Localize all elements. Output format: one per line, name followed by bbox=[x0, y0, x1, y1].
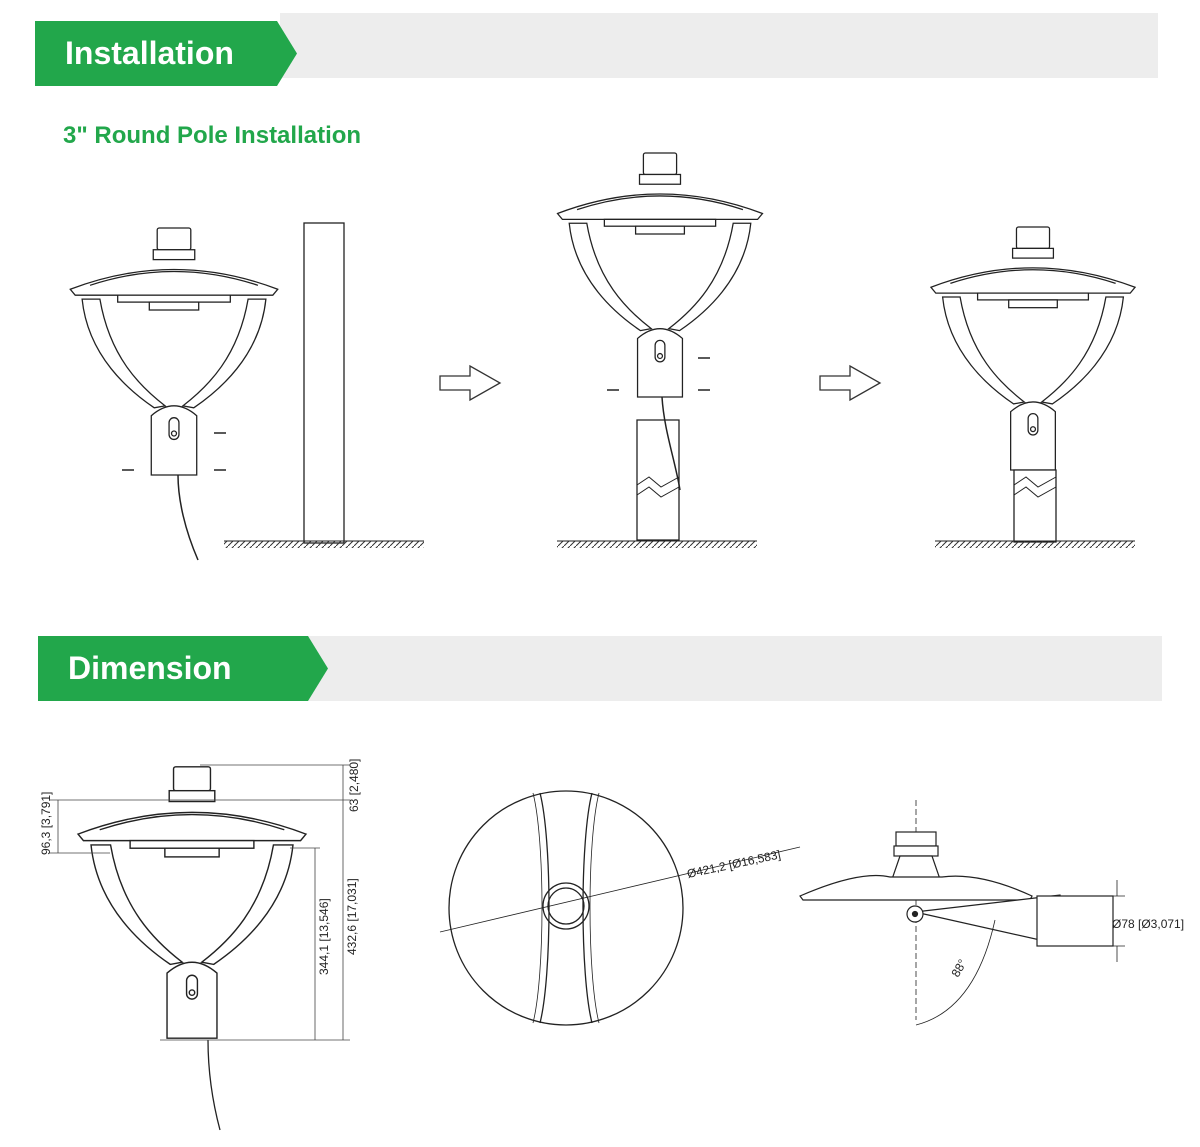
top-view: Ø421,2 [Ø16,583] bbox=[439, 790, 801, 1026]
front-view: 96,3 [3,791] 63 [2,480] 344,1 [13,546] 4… bbox=[39, 759, 361, 1131]
step3-lamp bbox=[930, 226, 1136, 548]
step1-lamp bbox=[69, 222, 424, 561]
shade-diameter-label: Ø421,2 [Ø16,583] bbox=[686, 847, 782, 881]
side-view: Ø78 [Ø3,071] 88° bbox=[799, 800, 1184, 1026]
step2-lamp bbox=[556, 152, 764, 548]
arrow-right-icon bbox=[439, 364, 502, 402]
overall-height-label: 432,6 [17,031] bbox=[345, 878, 359, 955]
arrow-right-icon bbox=[819, 364, 882, 402]
arm-to-base-label: 344,1 [13,546] bbox=[317, 898, 331, 975]
pole bbox=[303, 222, 345, 544]
dimension-heading: Dimension bbox=[38, 636, 328, 701]
ground bbox=[224, 541, 424, 548]
installation-subtitle: 3" Round Pole Installation bbox=[63, 122, 362, 149]
cap-height-label: 63 [2,480] bbox=[347, 759, 361, 812]
tilt-angle-label: 88° bbox=[948, 957, 969, 980]
installation-heading: Installation bbox=[35, 21, 297, 86]
pole-diameter-label: Ø78 [Ø3,071] bbox=[1112, 917, 1184, 931]
shade-height-label: 96,3 [3,791] bbox=[39, 792, 53, 855]
installation-header-band bbox=[280, 13, 1158, 78]
dimension-header-band bbox=[305, 636, 1162, 701]
